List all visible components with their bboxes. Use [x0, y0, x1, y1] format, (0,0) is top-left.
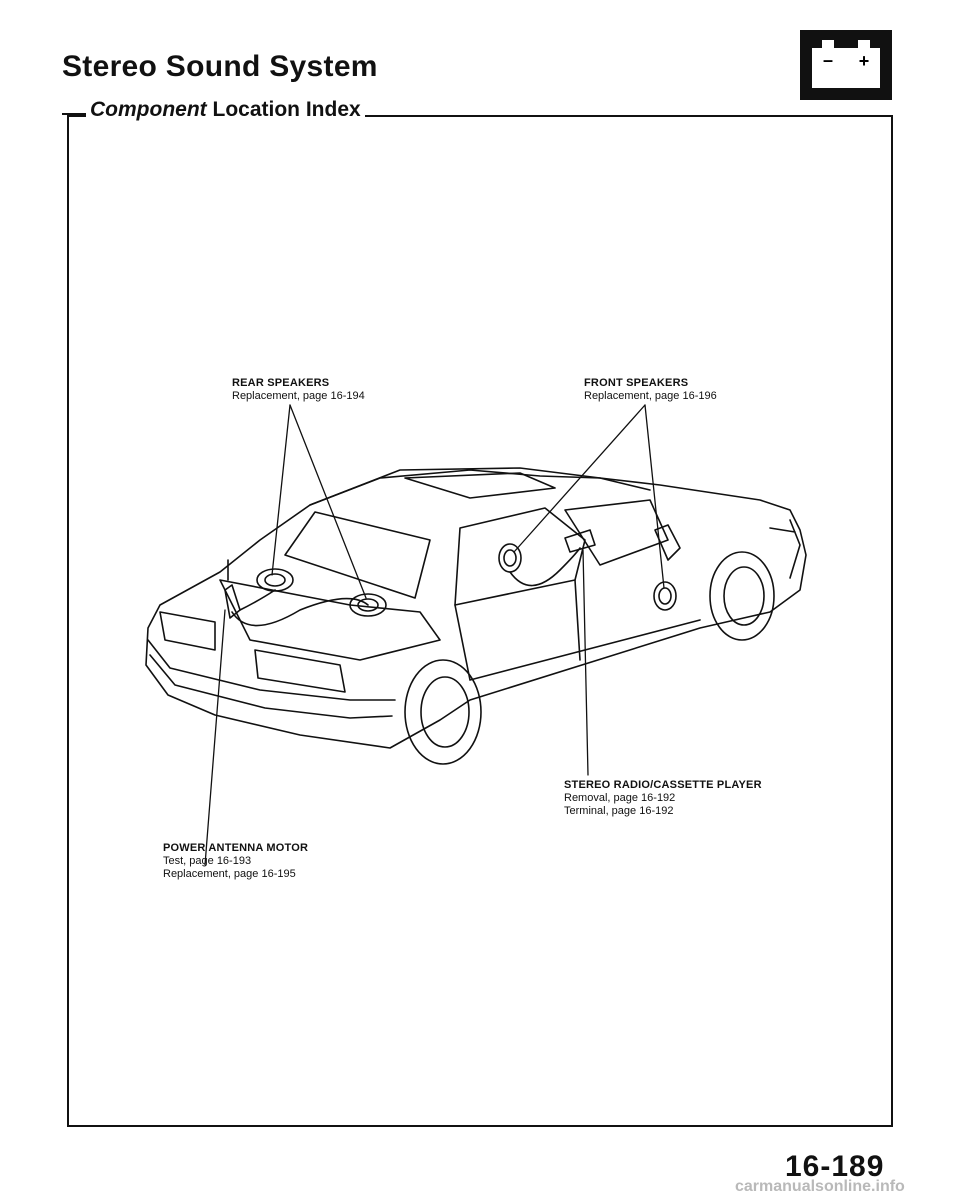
callout-rear-speakers-title: REAR SPEAKERS: [232, 377, 330, 389]
sunroof: [404, 472, 556, 499]
side-window: [454, 507, 586, 606]
rear-window: [284, 511, 431, 599]
rear-speaker-left: [256, 568, 294, 592]
radio-unit: [564, 529, 596, 553]
antenna-motor: [224, 559, 241, 619]
trunk: [219, 579, 441, 661]
leader-front-left: [513, 404, 646, 553]
callout-front-speakers: FRONT SPEAKERS Replacement, page 16-196: [584, 377, 717, 403]
speaker-wiring: [231, 547, 581, 627]
battery-minus: –: [823, 50, 833, 70]
front-speaker-right: [653, 581, 677, 611]
front-bumper: [769, 519, 801, 579]
battery-plus: +: [859, 51, 870, 71]
leader-rear-right: [289, 404, 367, 599]
car-roof: [309, 467, 651, 506]
side-mirror: [654, 524, 681, 561]
page-number: 16-189: [785, 1150, 885, 1183]
callout-power-antenna: POWER ANTENNA MOTOR Test, page 16-193 Re…: [163, 842, 308, 881]
leader-radio: [582, 549, 589, 776]
tail-light: [159, 611, 216, 651]
page-title: Stereo Sound System: [62, 50, 378, 83]
leader-rear-left: [271, 404, 291, 576]
footer-watermark: carmanualsonline.info: [735, 1178, 905, 1195]
rear-wheel: [404, 659, 482, 765]
callout-front-speakers-title: FRONT SPEAKERS: [584, 377, 689, 389]
car-body: [145, 469, 807, 749]
callout-front-speakers-line1: Replacement, page 16-196: [584, 390, 717, 402]
callout-stereo-radio-title: STEREO RADIO/CASSETTE PLAYER: [564, 779, 762, 791]
callout-rear-speakers: REAR SPEAKERS Replacement, page 16-194: [232, 377, 365, 403]
callout-power-antenna-line1: Test, page 16-193: [163, 855, 252, 867]
callout-stereo-radio: STEREO RADIO/CASSETTE PLAYER Removal, pa…: [564, 779, 762, 818]
callout-stereo-radio-line1: Removal, page 16-192: [564, 792, 676, 804]
rear-bumper: [147, 639, 396, 719]
frame-tick: [62, 113, 86, 115]
subtitle-rest: Location Index: [212, 98, 361, 121]
rear-speaker-right: [349, 593, 387, 617]
diagram-frame: [67, 115, 893, 1127]
battery-icon: – +: [800, 30, 892, 100]
subtitle-italic: Component: [90, 98, 207, 121]
callout-rear-speakers-line1: Replacement, page 16-194: [232, 390, 365, 402]
front-wheel: [709, 551, 775, 641]
callout-power-antenna-line2: Replacement, page 16-195: [163, 868, 296, 880]
callout-stereo-radio-line2: Terminal, page 16-192: [564, 805, 674, 817]
callout-power-antenna-title: POWER ANTENNA MOTOR: [163, 842, 309, 854]
section-subtitle: Component Location Index: [86, 98, 365, 122]
leader-front-right: [644, 404, 665, 589]
leader-antenna: [204, 609, 226, 866]
tail-light: [254, 649, 346, 693]
